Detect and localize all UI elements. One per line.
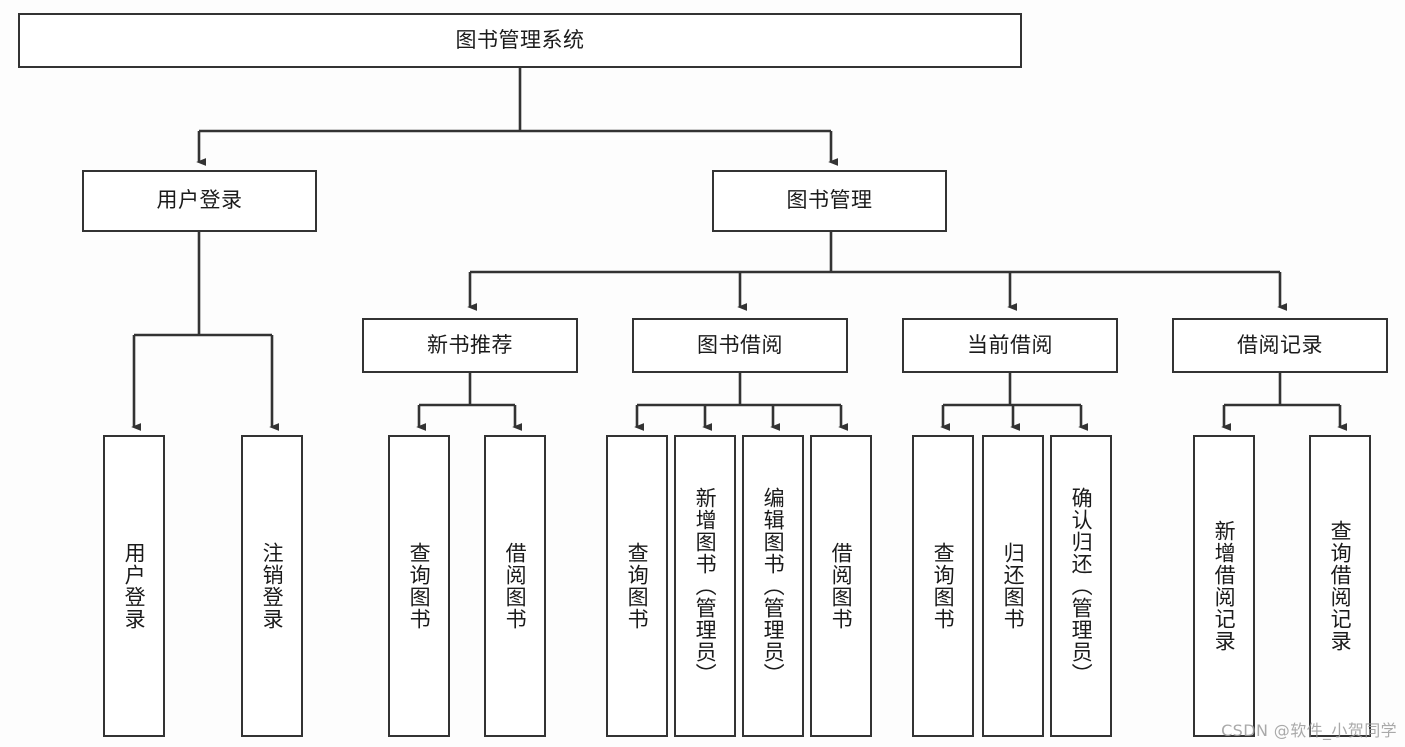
leaf-user-login-login[interactable]: 用户登录	[103, 435, 165, 737]
leaf-user-login-logout[interactable]: 注销登录	[241, 435, 303, 737]
node-label: 查询图书	[931, 542, 956, 630]
node-label: 编辑图书（管理员）	[761, 487, 786, 685]
leaf-book-borrow-query-book[interactable]: 查询图书	[606, 435, 668, 737]
node-label: 图书管理	[786, 188, 873, 213]
node-label: 当前借阅	[967, 332, 1053, 357]
leaf-book-borrow-add-book-admin[interactable]: 新增图书（管理员）	[674, 435, 736, 737]
node-label: 用户登录	[122, 542, 147, 630]
node-current-borrow[interactable]: 当前借阅	[902, 318, 1118, 373]
leaf-book-borrow-borrow-book[interactable]: 借阅图书	[810, 435, 872, 737]
leaf-current-borrow-query-book[interactable]: 查询图书	[912, 435, 974, 737]
node-borrow-record[interactable]: 借阅记录	[1172, 318, 1388, 373]
node-label: 用户登录	[156, 188, 243, 213]
node-label: 借阅记录	[1237, 332, 1323, 357]
leaf-current-borrow-return-book[interactable]: 归还图书	[982, 435, 1044, 737]
node-new-book-recommend[interactable]: 新书推荐	[362, 318, 578, 373]
node-label: 查询借阅记录	[1328, 520, 1353, 652]
node-book-borrow[interactable]: 图书借阅	[632, 318, 848, 373]
leaf-book-borrow-edit-book-admin[interactable]: 编辑图书（管理员）	[742, 435, 804, 737]
node-book-management[interactable]: 图书管理	[712, 170, 947, 232]
leaf-new-book-query-book[interactable]: 查询图书	[388, 435, 450, 737]
csdn-watermark: CSDN @软件_小贺同学	[1221, 721, 1397, 740]
leaf-borrow-record-add-record[interactable]: 新增借阅记录	[1193, 435, 1255, 737]
node-label: 借阅图书	[503, 542, 528, 630]
leaf-new-book-borrow-book[interactable]: 借阅图书	[484, 435, 546, 737]
leaf-borrow-record-query-record[interactable]: 查询借阅记录	[1309, 435, 1371, 737]
node-root-library-system[interactable]: 图书管理系统	[18, 13, 1022, 68]
node-label: 确认归还（管理员）	[1069, 487, 1094, 685]
leaf-current-borrow-confirm-return-admin[interactable]: 确认归还（管理员）	[1050, 435, 1112, 737]
node-label: 注销登录	[260, 542, 285, 630]
node-label: 查询图书	[407, 542, 432, 630]
node-label: 新增图书（管理员）	[693, 487, 718, 685]
node-label: 借阅图书	[829, 542, 854, 630]
node-label: 图书借阅	[697, 332, 783, 357]
node-label: 图书管理系统	[455, 27, 585, 52]
node-label: 新书推荐	[427, 332, 513, 357]
node-label: 归还图书	[1001, 542, 1026, 630]
node-label: 查询图书	[625, 542, 650, 630]
node-user-login[interactable]: 用户登录	[82, 170, 317, 232]
node-label: 新增借阅记录	[1212, 520, 1237, 652]
